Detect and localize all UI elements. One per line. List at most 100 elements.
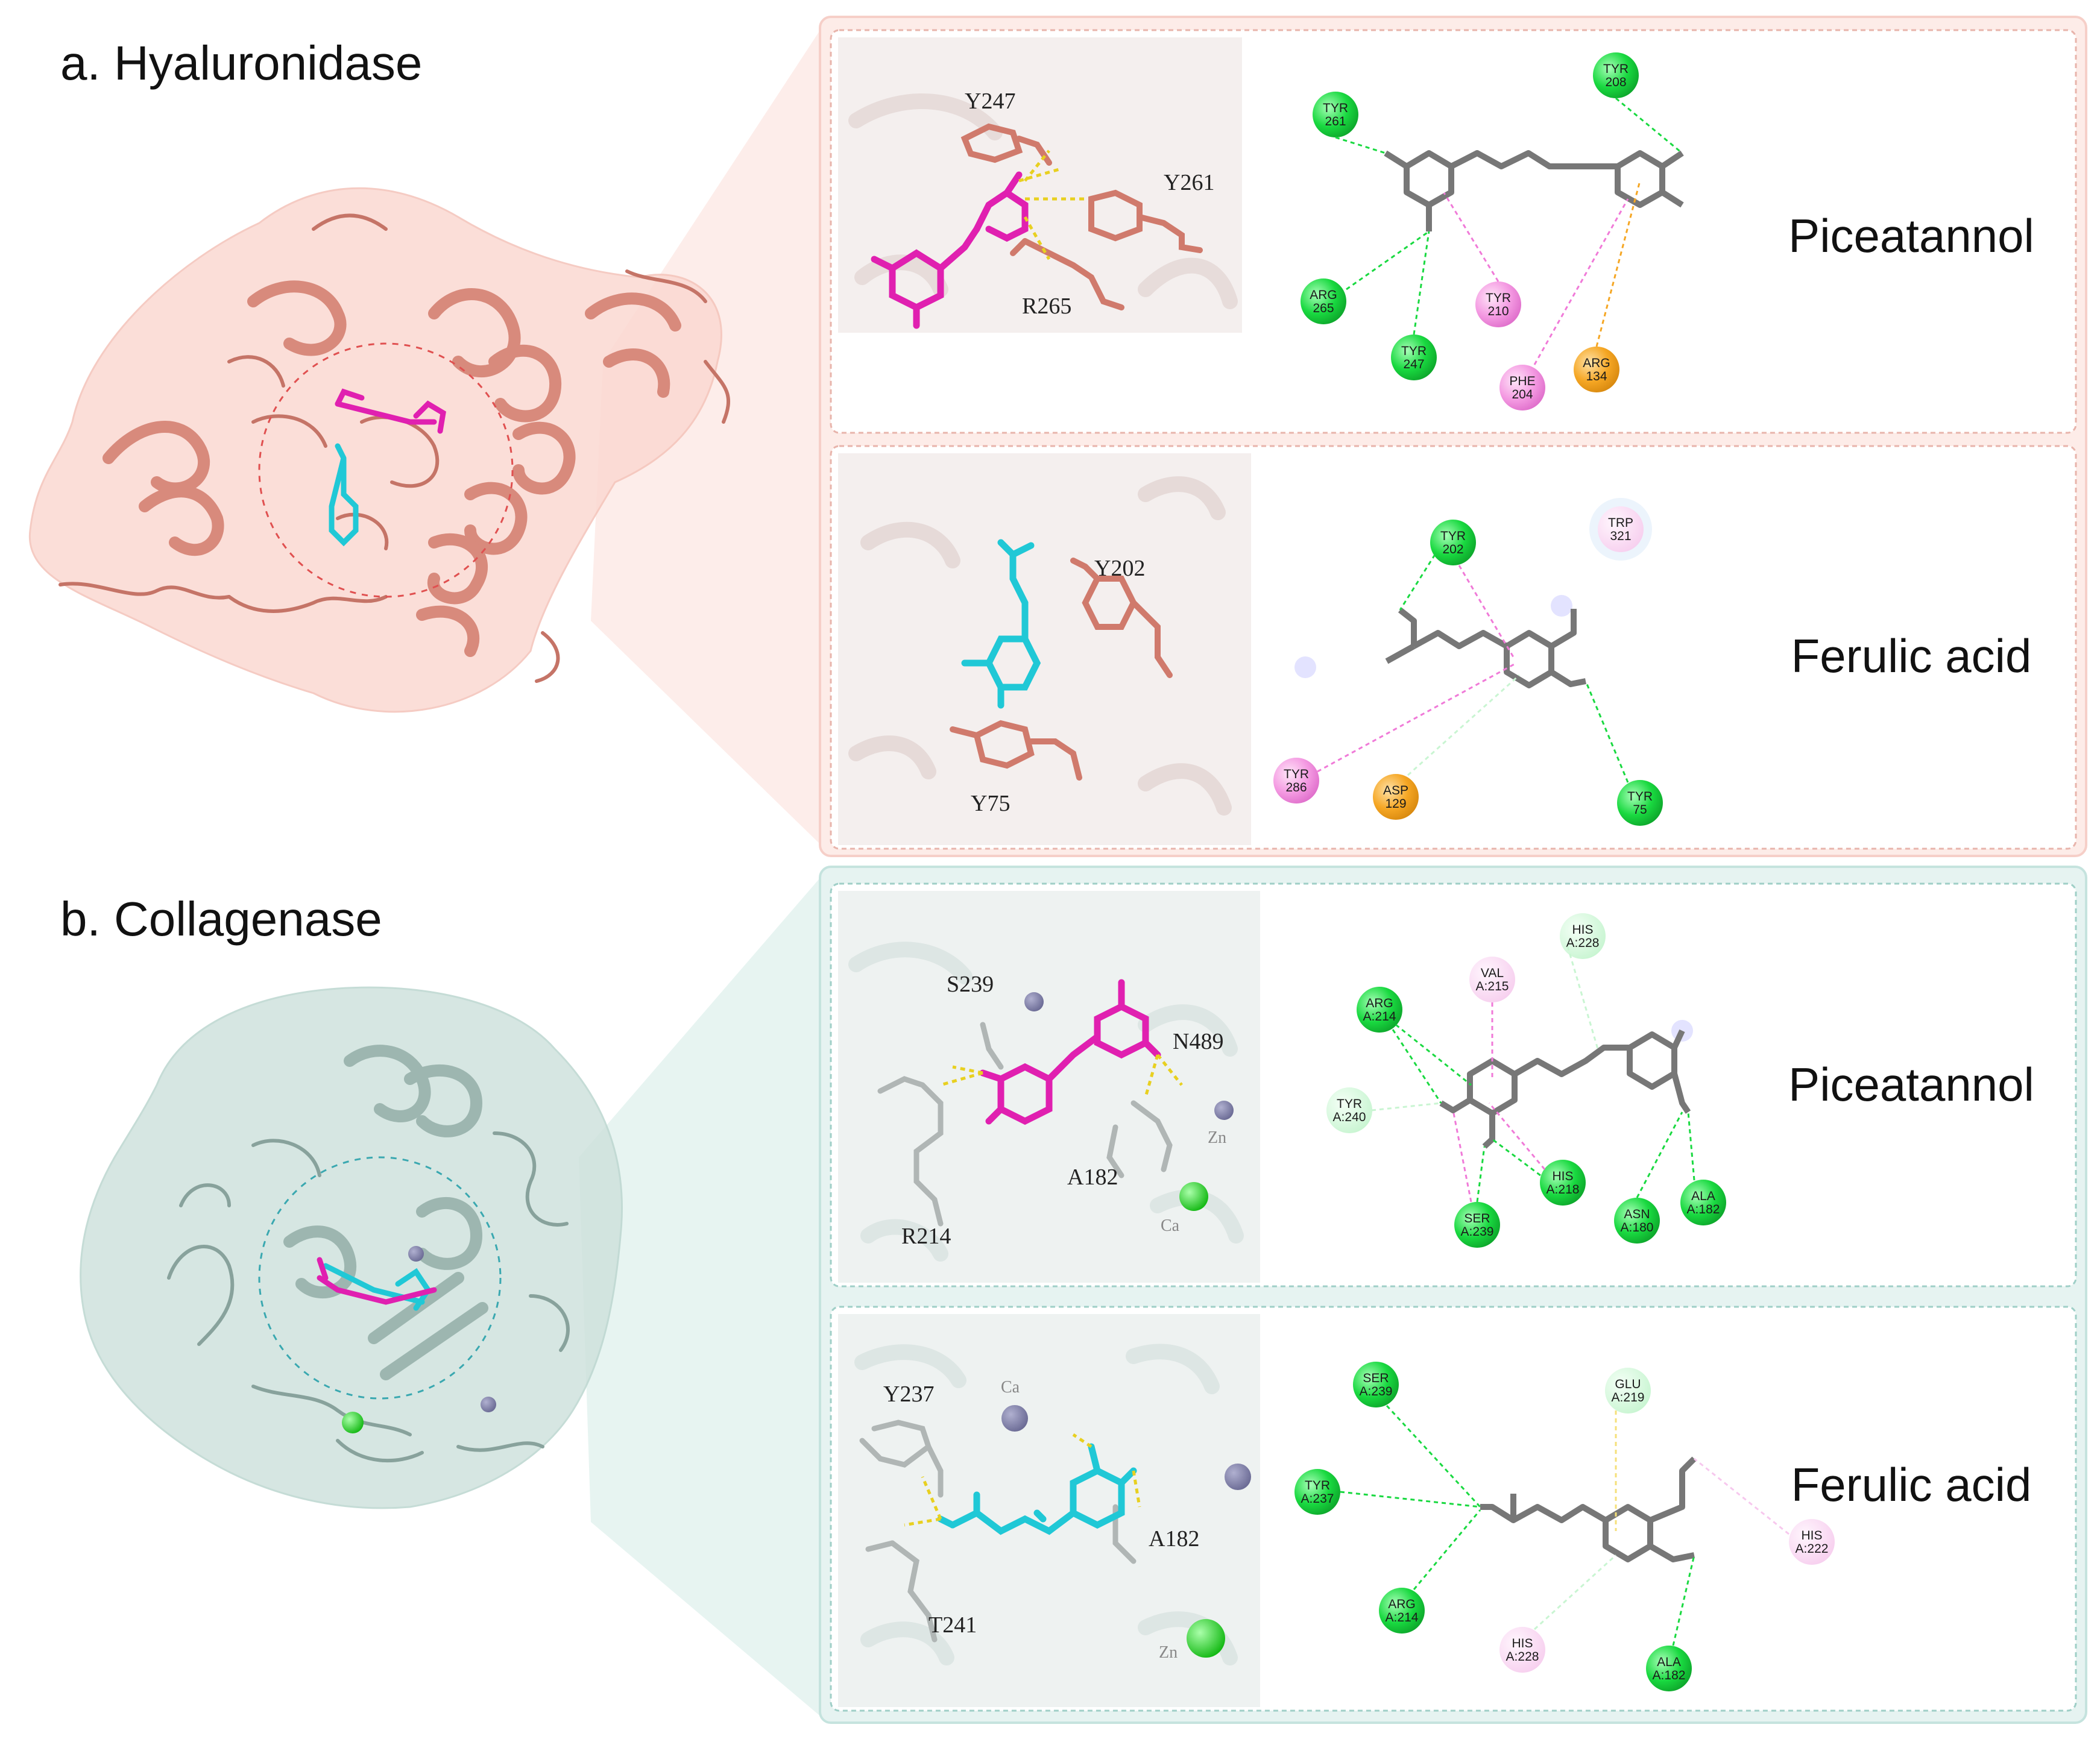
node-arg-265: ARG 265 bbox=[1301, 278, 1346, 324]
binding-pocket-3d-view: S239 N489 A182 R214 Zn Ca bbox=[838, 891, 1260, 1283]
node-his-a228: HIS A:228 bbox=[1499, 1627, 1545, 1673]
svg-text:ASP: ASP bbox=[1383, 784, 1408, 797]
svg-text:GLU: GLU bbox=[1615, 1377, 1641, 1391]
hyaluronidase-protein-structure bbox=[28, 187, 730, 713]
svg-text:PHE: PHE bbox=[1509, 374, 1535, 388]
residue-label-a182: A182 bbox=[1149, 1526, 1199, 1552]
node-tyr-261: TYR 261 bbox=[1313, 92, 1358, 137]
svg-text:208: 208 bbox=[1605, 75, 1626, 89]
binding-pocket-3d-view: Y237 A182 T241 Ca Zn bbox=[838, 1314, 1260, 1707]
residue-label-t241: T241 bbox=[929, 1612, 977, 1638]
svg-text:134: 134 bbox=[1586, 369, 1607, 383]
interaction-diagram-2d: TYR 202 TRP 321 TYR 286 ASP 129 TYR bbox=[1273, 498, 1663, 826]
ligand-label: Ferulic acid bbox=[1791, 629, 2032, 682]
binding-pocket-3d-view: Y202 Y75 bbox=[838, 453, 1251, 845]
svg-text:A:239: A:239 bbox=[1360, 1385, 1393, 1398]
svg-text:A:239: A:239 bbox=[1461, 1225, 1494, 1239]
svg-text:204: 204 bbox=[1512, 388, 1533, 401]
ion-label-ca: Ca bbox=[1001, 1378, 1020, 1397]
residue-label-s239: S239 bbox=[947, 972, 994, 997]
node-asn-a180: ASN A:180 bbox=[1614, 1198, 1660, 1244]
node-tyr-210: TYR 210 bbox=[1475, 281, 1521, 327]
svg-text:286: 286 bbox=[1285, 781, 1307, 794]
svg-text:A:214: A:214 bbox=[1386, 1611, 1419, 1624]
residue-label-r214: R214 bbox=[901, 1224, 951, 1249]
node-arg-a214: ARG A:214 bbox=[1357, 987, 1402, 1033]
ion-label-zn: Zn bbox=[1159, 1643, 1178, 1662]
svg-text:HIS: HIS bbox=[1552, 1169, 1573, 1183]
svg-text:321: 321 bbox=[1610, 529, 1631, 543]
svg-text:A:215: A:215 bbox=[1476, 980, 1509, 993]
node-his-a222: HIS A:222 bbox=[1789, 1519, 1835, 1565]
svg-text:SER: SER bbox=[1363, 1371, 1389, 1385]
svg-text:TYR: TYR bbox=[1486, 291, 1511, 305]
svg-text:ALA: ALA bbox=[1657, 1655, 1681, 1669]
node-tyr-208: TYR 208 bbox=[1593, 52, 1639, 98]
svg-text:A:237: A:237 bbox=[1301, 1492, 1334, 1506]
svg-text:TYR: TYR bbox=[1603, 62, 1629, 76]
svg-text:ARG: ARG bbox=[1310, 288, 1337, 302]
node-ala-a182: ALA A:182 bbox=[1646, 1646, 1692, 1691]
svg-text:ARG: ARG bbox=[1583, 356, 1610, 370]
node-tyr-a237: TYR A:237 bbox=[1294, 1469, 1340, 1515]
section-b-label: b. Collagenase bbox=[60, 892, 382, 946]
residue-label-y202: Y202 bbox=[1094, 556, 1145, 581]
ion-label-zn: Zn bbox=[1208, 1128, 1226, 1147]
svg-text:VAL: VAL bbox=[1481, 966, 1504, 980]
node-phe-204: PHE 204 bbox=[1499, 365, 1545, 410]
panel-collagenase-piceatannol: S239 N489 A182 R214 Zn Ca HIS A:228 bbox=[830, 882, 2077, 1288]
residue-label-a182: A182 bbox=[1067, 1165, 1118, 1190]
ligand-label: Piceatannol bbox=[1788, 209, 2034, 262]
svg-text:SER: SER bbox=[1464, 1212, 1490, 1225]
residue-label-n489: N489 bbox=[1173, 1029, 1223, 1054]
svg-text:A:240: A:240 bbox=[1333, 1110, 1366, 1124]
svg-text:TYR: TYR bbox=[1323, 101, 1348, 115]
node-tyr-247: TYR 247 bbox=[1391, 335, 1437, 380]
interaction-diagram-2d: SER A:239 GLU A:219 TYR A:237 HIS A:222 … bbox=[1294, 1362, 1835, 1691]
node-ser-a239: SER A:239 bbox=[1353, 1362, 1399, 1407]
ligand-label: Ferulic acid bbox=[1791, 1458, 2032, 1511]
svg-text:202: 202 bbox=[1442, 542, 1463, 556]
residue-label-y237: Y237 bbox=[883, 1382, 934, 1407]
svg-text:HIS: HIS bbox=[1801, 1529, 1822, 1542]
residue-label-y261: Y261 bbox=[1164, 170, 1214, 195]
svg-text:TYR: TYR bbox=[1284, 767, 1309, 781]
node-arg-134: ARG 134 bbox=[1574, 347, 1619, 392]
panel-hyaluronidase-ferulic-acid: Y202 Y75 TYR 202 TRP 3 bbox=[830, 445, 2077, 850]
ion-label-ca: Ca bbox=[1161, 1216, 1180, 1235]
svg-text:A:228: A:228 bbox=[1506, 1650, 1539, 1664]
svg-text:A:182: A:182 bbox=[1687, 1203, 1720, 1216]
svg-text:210: 210 bbox=[1487, 304, 1509, 318]
panel-collagenase-ferulic-acid: Y237 A182 T241 Ca Zn SER A:239 GLU A bbox=[830, 1306, 2077, 1712]
svg-text:HIS: HIS bbox=[1572, 923, 1593, 937]
node-trp-321: TRP 321 bbox=[1589, 498, 1652, 561]
node-tyr-286: TYR 286 bbox=[1273, 758, 1319, 803]
section-a-label: a. Hyaluronidase bbox=[60, 36, 422, 90]
svg-text:A:214: A:214 bbox=[1363, 1010, 1396, 1024]
residue-label-r265: R265 bbox=[1022, 294, 1071, 319]
svg-text:129: 129 bbox=[1385, 797, 1406, 811]
svg-text:261: 261 bbox=[1325, 115, 1346, 128]
interaction-diagram-2d: HIS A:228 VAL A:215 ARG A:214 TYR A:240 … bbox=[1326, 913, 1726, 1248]
node-tyr-a240: TYR A:240 bbox=[1326, 1087, 1372, 1133]
binding-pocket-3d-view: Y247 Y261 R265 bbox=[838, 37, 1242, 333]
svg-text:TYR: TYR bbox=[1305, 1479, 1330, 1492]
node-glu-a219: GLU A:219 bbox=[1605, 1368, 1651, 1414]
svg-text:A:222: A:222 bbox=[1796, 1542, 1829, 1556]
svg-text:A:219: A:219 bbox=[1612, 1391, 1645, 1404]
residue-label-y75: Y75 bbox=[971, 791, 1010, 816]
svg-text:247: 247 bbox=[1403, 357, 1424, 371]
node-arg-a214: ARG A:214 bbox=[1379, 1588, 1425, 1634]
svg-text:A:180: A:180 bbox=[1621, 1221, 1654, 1234]
svg-text:HIS: HIS bbox=[1512, 1637, 1533, 1650]
node-tyr-75: TYR 75 bbox=[1617, 780, 1663, 826]
svg-text:A:182: A:182 bbox=[1653, 1668, 1686, 1682]
node-his-a218: HIS A:218 bbox=[1540, 1160, 1586, 1206]
svg-text:TYR: TYR bbox=[1440, 529, 1466, 543]
svg-text:ASN: ASN bbox=[1624, 1207, 1650, 1221]
ligand-label: Piceatannol bbox=[1788, 1058, 2034, 1111]
svg-text:ARG: ARG bbox=[1366, 996, 1393, 1010]
collagenase-protein-structure bbox=[80, 986, 623, 1509]
